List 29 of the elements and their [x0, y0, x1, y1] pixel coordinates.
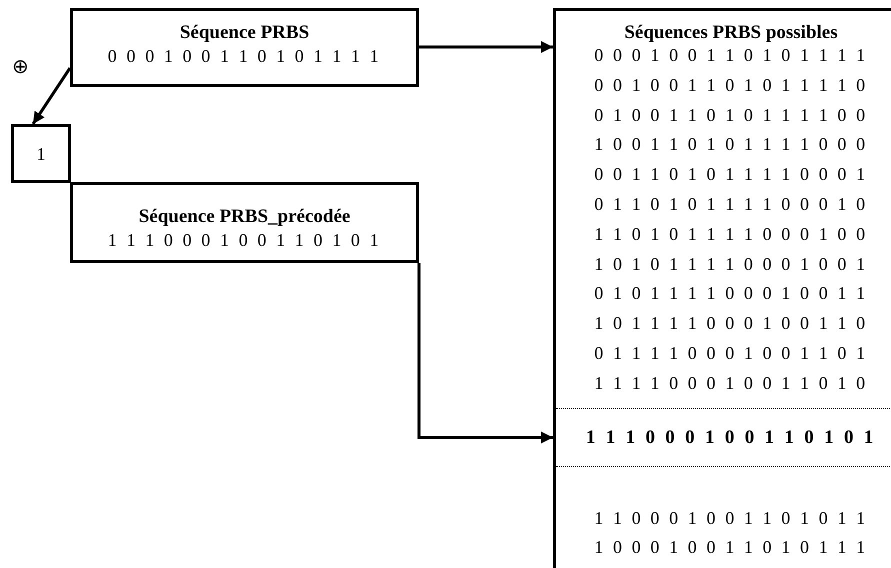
bit-sequence: 1 0 1 0 1 1 1 1 0 0 0 1 0 0 1	[593, 252, 869, 275]
box-heading: Séquence PRBS	[178, 22, 310, 44]
bit-sequence: 1 1 0 0 0 1 0 0 1 1 0 1 0 1 1	[593, 506, 869, 529]
arrow	[32, 67, 72, 125]
sequence-box	[70, 8, 419, 87]
bit-sequence: 0 1 1 0 1 0 1 1 1 1 0 0 0 1 0	[593, 193, 869, 215]
box-value: 1	[36, 143, 46, 165]
bit-sequence: 1 0 1 1 1 1 0 0 0 1 0 0 1 1 0	[593, 312, 869, 334]
bit-sequence: 0 1 0 1 1 1 1 0 0 0 1 0 0 1 1	[593, 282, 869, 304]
highlighted-sequence-band	[556, 408, 891, 467]
bit-sequence: 1 1 0 1 0 1 1 1 1 0 0 0 1 0 0	[593, 222, 869, 245]
bit-sequence: 1 1 1 0 0 0 1 0 0 1 1 0 1 0 1	[106, 229, 382, 251]
sequence-list-box	[553, 8, 891, 568]
bit-sequence: 1 1 1 1 0 0 0 1 0 0 1 1 0 1 0	[593, 372, 869, 394]
bit-sequence: 0 0 0 1 0 0 1 1 0 1 0 1 1 1 1	[593, 44, 869, 66]
bit-sequence: 0 1 1 1 1 0 0 0 1 0 0 1 1 0 1	[593, 342, 869, 364]
arrow	[418, 263, 553, 444]
arrow	[419, 41, 553, 53]
bit-sequence: 0 0 0 1 0 0 1 1 0 1 0 1 1 1 1	[106, 45, 382, 67]
bit-sequence: 0 0 1 0 0 1 1 0 1 0 1 1 1 1 0	[593, 74, 869, 96]
bit-sequence: 1 1 1 0 0 0 1 0 0 1 1 0 1 0 1	[584, 426, 878, 448]
sequence-box	[70, 182, 419, 263]
bit-sequence: 0 1 0 0 1 1 0 1 0 1 1 1 1 0 0	[593, 104, 869, 126]
box-heading: Séquence PRBS_précodée	[138, 206, 352, 228]
bit-sequence: 1 0 0 0 1 0 0 1 1 0 1 0 1 1 1	[593, 536, 869, 558]
value-box	[11, 124, 71, 183]
box-heading: Séquences PRBS possibles	[623, 22, 839, 44]
bit-sequence: 1 0 0 1 1 0 1 0 1 1 1 1 0 0 0	[593, 133, 869, 156]
bit-sequence: 0 0 1 1 0 1 0 1 1 1 1 0 0 0 1	[593, 163, 869, 186]
